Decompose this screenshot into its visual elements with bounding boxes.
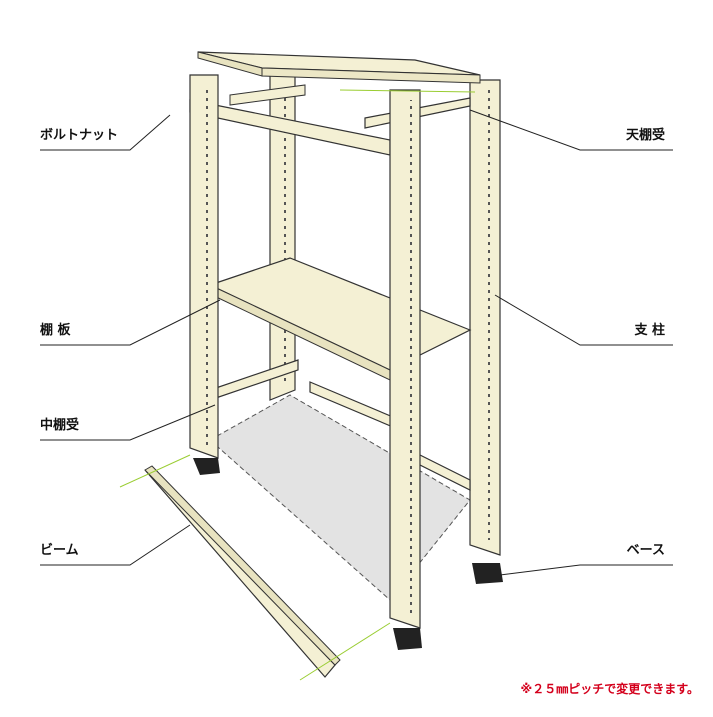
label-post: 支 柱 — [634, 323, 665, 338]
label-shelf-board: 棚 板 — [40, 323, 71, 338]
leader-beam — [40, 524, 191, 566]
label-bolt-nut: ボルトナット — [40, 128, 119, 143]
pitch-note: ※２５㎜ピッチで変更できます。 — [520, 682, 699, 696]
base-foot-2 — [393, 628, 422, 650]
beam-part — [144, 465, 341, 678]
leader-shelf-board — [40, 299, 221, 346]
rear-right-post — [469, 79, 501, 556]
label-middle-shelf-support: 中棚受 — [40, 418, 80, 433]
label-base: ベース — [626, 543, 665, 558]
leader-top-shelf-support — [469, 109, 673, 151]
leader-bolt-nut — [40, 114, 171, 151]
middle-shelf-board — [208, 257, 472, 381]
label-top-shelf-support: 天棚受 — [625, 128, 665, 143]
leader-middle-shelf-support — [40, 404, 216, 441]
label-beam: ビーム — [40, 543, 79, 558]
front-left-post — [189, 74, 219, 459]
base-foot-3 — [472, 563, 503, 584]
base-foot-1 — [193, 458, 220, 475]
front-right-post — [389, 89, 421, 629]
leader-post — [494, 294, 673, 346]
leader-base — [499, 564, 673, 576]
